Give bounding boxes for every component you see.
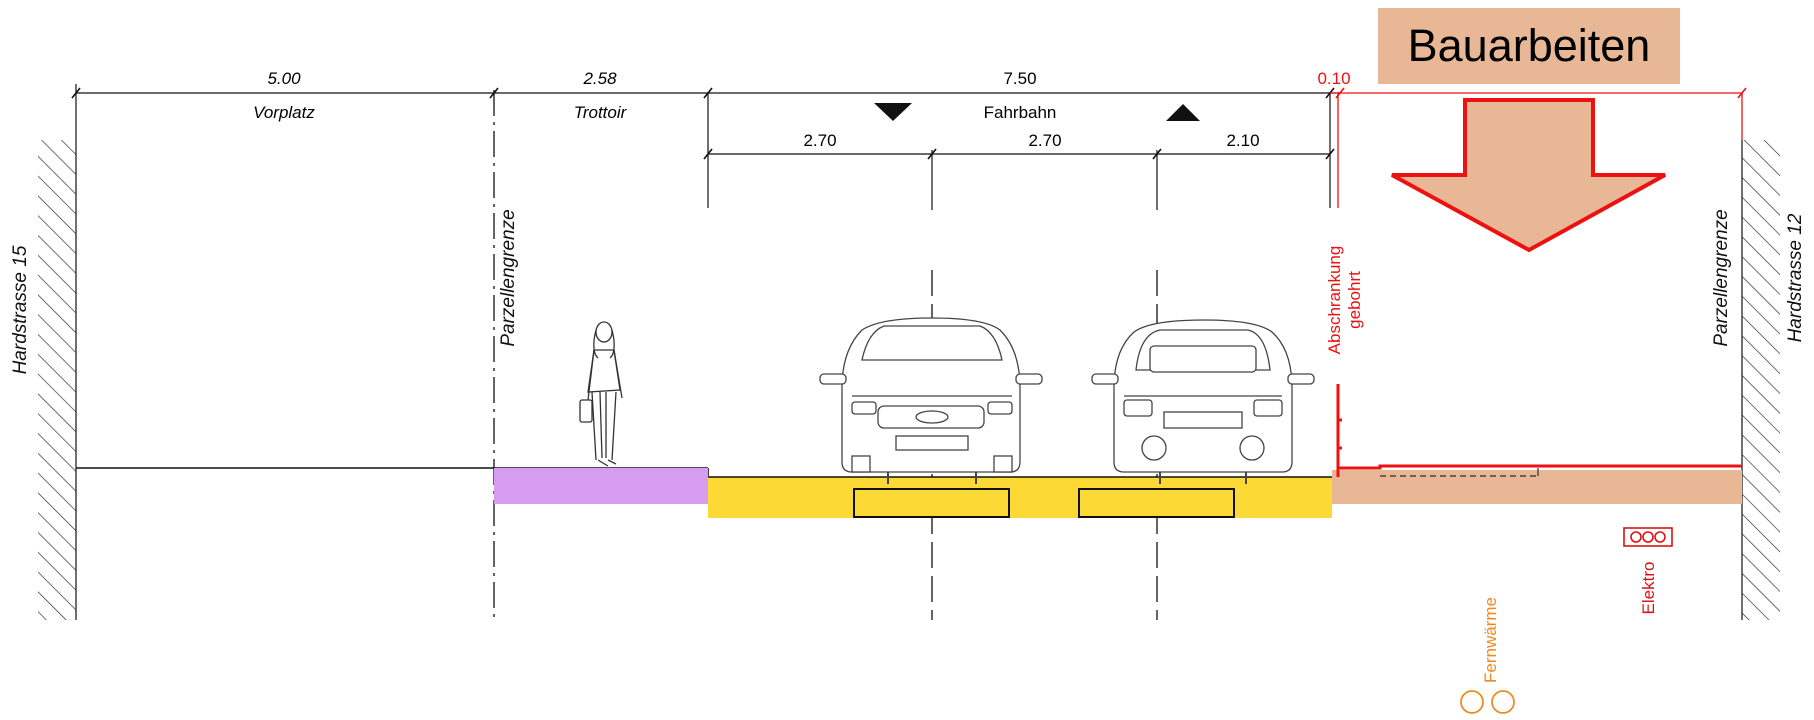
car-front-view-icon <box>819 317 1043 484</box>
worksite-top-line <box>1336 464 1742 477</box>
barrier-label-line2: gebohrt <box>1345 271 1364 329</box>
construction-banner: Bauarbeiten <box>1378 8 1680 84</box>
lane-1-trench <box>853 488 1010 518</box>
worksite-surface <box>1332 470 1742 504</box>
direction-down-triangle <box>874 103 912 121</box>
left-building-label: Hardstrasse 15 <box>10 245 31 374</box>
fahrbahn-surface <box>708 477 1332 518</box>
lane-1-width: 2.70 <box>803 131 836 150</box>
district-heat-label: Fernwärme <box>1481 597 1500 683</box>
trottoir-surface <box>494 468 708 504</box>
parcel-right-label: Parzellengrenze <box>1711 209 1732 346</box>
left-building-wall <box>38 140 76 620</box>
vorplatz-width: 5.00 <box>267 69 301 88</box>
lane-3-width: 2.10 <box>1226 131 1259 150</box>
barrier-post <box>1336 384 1342 468</box>
trottoir-width: 2.58 <box>582 69 617 88</box>
right-building-label: Hardstrasse 12 <box>1785 213 1806 342</box>
car-rear-view-icon <box>1091 319 1315 484</box>
dimension-line-worksite <box>1330 87 1747 208</box>
trottoir-label: Trottoir <box>574 103 628 122</box>
lane-2-trench <box>1078 488 1235 518</box>
fahrbahn-label: Fahrbahn <box>984 103 1057 122</box>
barrier-label-line1: Abschrankung <box>1325 246 1344 355</box>
vorplatz-label: Vorplatz <box>253 103 315 122</box>
barrier-width: 0.10 <box>1317 69 1350 88</box>
lane-2-width: 2.70 <box>1028 131 1061 150</box>
electric-conduit-icon <box>1623 527 1673 547</box>
dimension-line-main <box>71 87 1336 99</box>
parcel-left-label: Parzellengrenze <box>498 209 519 346</box>
direction-up-triangle <box>1166 104 1200 121</box>
district-heat-pipes-icon <box>1460 690 1515 714</box>
construction-arrow-icon <box>1391 98 1666 253</box>
pedestrian-icon <box>579 321 623 467</box>
electric-label: Elektro <box>1639 562 1658 615</box>
dimension-line-lanes <box>703 148 1335 160</box>
fahrbahn-width: 7.50 <box>1003 69 1036 88</box>
right-building-wall <box>1742 140 1780 620</box>
